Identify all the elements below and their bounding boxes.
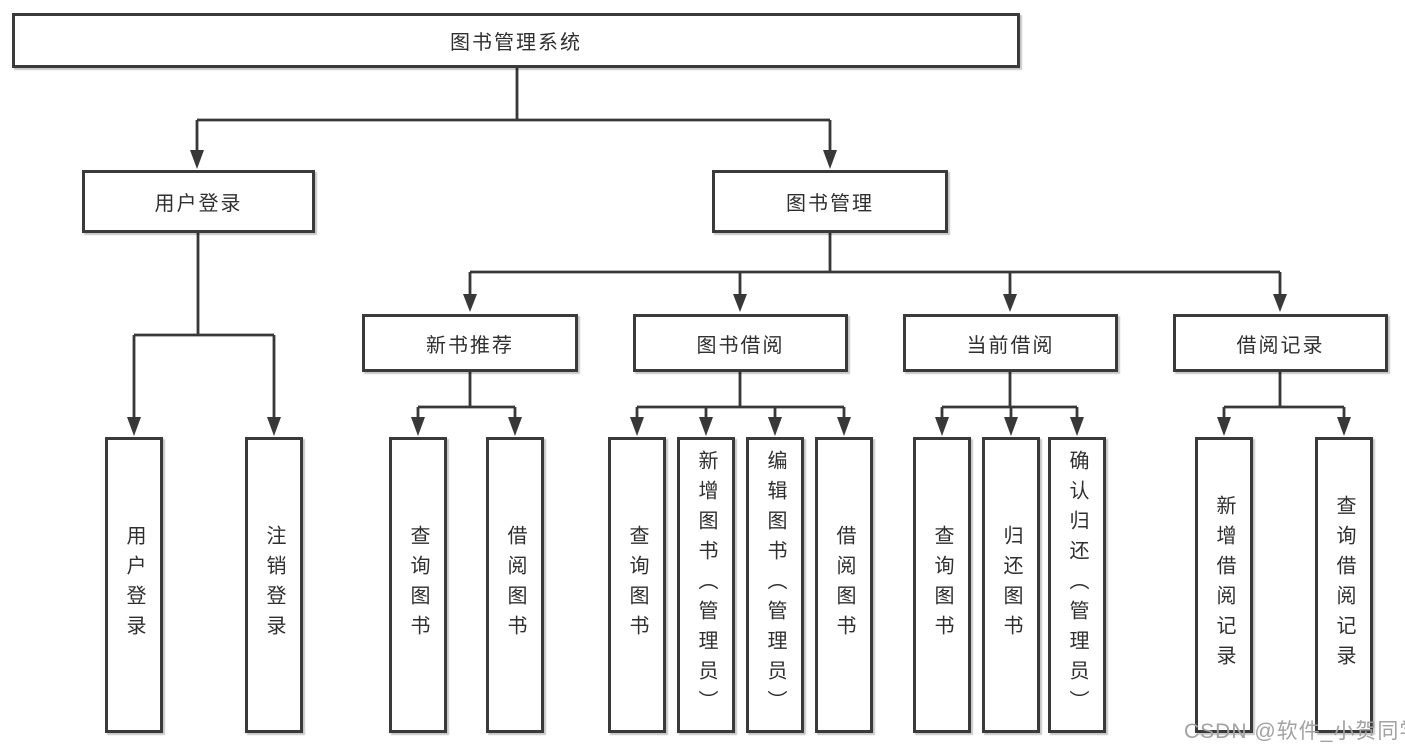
leaf-user-login-label: 用户登录 xyxy=(123,525,145,645)
node-book-management: 图书管理 xyxy=(712,170,948,233)
connector-new-book-children xyxy=(416,372,517,419)
connector-user-login-children xyxy=(132,233,276,418)
node-user-login-label: 用户登录 xyxy=(154,193,243,215)
leaf-edit-books-admin-label: 编辑图书（管理员） xyxy=(764,450,786,720)
node-book-borrowing: 图书借阅 xyxy=(633,314,848,372)
leaf-confirm-return-admin: 确认归还（管理员） xyxy=(1048,437,1106,733)
node-borrowing-records: 借阅记录 xyxy=(1173,314,1388,372)
node-book-management-label: 图书管理 xyxy=(786,193,874,215)
node-new-book-recommend-label: 新书推荐 xyxy=(426,334,514,357)
node-current-borrowing-label: 当前借阅 xyxy=(966,334,1055,357)
connector-root-to-level2 xyxy=(195,68,832,151)
node-root: 图书管理系统 xyxy=(12,13,1020,68)
leaf-borrow-books-recommend: 借阅图书 xyxy=(486,437,544,733)
leaf-add-books-admin: 新增图书（管理员） xyxy=(677,437,735,733)
leaf-query-books-borrowing: 查询图书 xyxy=(608,437,666,733)
node-new-book-recommend: 新书推荐 xyxy=(362,314,578,372)
leaf-query-books-current-label: 查询图书 xyxy=(931,525,953,645)
node-borrowing-records-label: 借阅记录 xyxy=(1236,334,1325,357)
connector-borrowing-records-children xyxy=(1222,372,1346,419)
node-current-borrowing: 当前借阅 xyxy=(903,314,1118,372)
leaf-add-borrow-record: 新增借阅记录 xyxy=(1195,437,1253,733)
node-root-label: 图书管理系统 xyxy=(450,32,582,54)
leaf-logout: 注销登录 xyxy=(245,437,303,733)
leaf-borrow-books-recommend-label: 借阅图书 xyxy=(504,525,526,645)
leaf-add-borrow-record-label: 新增借阅记录 xyxy=(1213,495,1235,675)
leaf-return-books-label: 归还图书 xyxy=(1000,525,1022,645)
leaf-add-books-admin-label: 新增图书（管理员） xyxy=(695,450,717,720)
leaf-query-borrow-record: 查询借阅记录 xyxy=(1315,437,1373,733)
connector-book-borrowing-children xyxy=(635,372,846,419)
leaf-query-books-borrowing-label: 查询图书 xyxy=(626,525,648,645)
leaf-query-books-recommend: 查询图书 xyxy=(389,437,447,733)
node-book-borrowing-label: 图书借阅 xyxy=(696,334,785,357)
leaf-logout-label: 注销登录 xyxy=(263,525,285,645)
connector-current-borrowing-children xyxy=(940,372,1079,419)
leaf-borrow-books: 借阅图书 xyxy=(815,437,873,733)
arrowheads xyxy=(127,150,1351,436)
csdn-watermark: CSDN @软件_小贺同学 xyxy=(1184,720,1405,743)
connector-book-management-children xyxy=(468,233,1282,295)
leaf-borrow-books-label: 借阅图书 xyxy=(833,525,855,645)
leaf-return-books: 归还图书 xyxy=(982,437,1040,733)
leaf-query-books-current: 查询图书 xyxy=(913,437,971,733)
leaf-query-books-recommend-label: 查询图书 xyxy=(407,525,429,645)
leaf-confirm-return-admin-label: 确认归还（管理员） xyxy=(1066,450,1088,720)
leaf-query-borrow-record-label: 查询借阅记录 xyxy=(1333,495,1355,675)
leaf-user-login: 用户登录 xyxy=(105,437,163,733)
leaf-edit-books-admin: 编辑图书（管理员） xyxy=(746,437,804,733)
node-user-login: 用户登录 xyxy=(82,170,315,233)
